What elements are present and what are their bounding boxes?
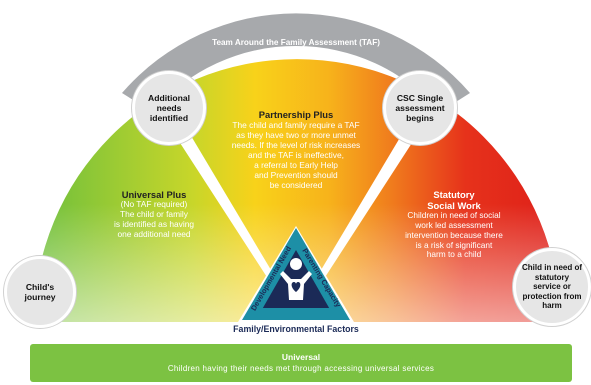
partnership-plus-line: and Prevention should xyxy=(254,169,338,180)
partnership-plus-line: a referral to Early Help xyxy=(254,159,338,170)
partnership-plus-block: Partnership Plus The child and family re… xyxy=(212,109,380,190)
statutory-line: Children in need of social xyxy=(407,210,501,221)
partnership-plus-title: Partnership Plus xyxy=(258,109,334,120)
universal-plus-block: Universal Plus (No TAF required)The chil… xyxy=(84,189,224,240)
separator-left xyxy=(160,104,302,322)
child-figure-icon xyxy=(280,258,312,300)
circle-additional-needs: Additional needs identified xyxy=(132,71,206,145)
universal-plus-title: Universal Plus xyxy=(121,189,187,200)
triangle-inner xyxy=(256,240,336,310)
circle-child-in-need: Child in need of statutory service or pr… xyxy=(513,248,591,326)
statutory-line: intervention because there xyxy=(405,229,503,240)
statutory-line: work led assessment xyxy=(415,219,493,230)
statutory-title-line: Social Work xyxy=(427,200,481,212)
circle-csc-single-assessment: CSC Single assessment begins xyxy=(383,71,457,145)
triangle-band-right xyxy=(296,228,350,320)
family-environmental-factors-label: Family/Environmental Factors xyxy=(233,324,359,334)
statutory-line: harm to a child xyxy=(426,249,482,260)
universal-title: Universal xyxy=(281,352,321,362)
universal-subtitle: Children having their needs met through … xyxy=(167,364,435,373)
statutory-title-line: Statutory xyxy=(433,189,475,200)
universal-banner: Universal Children having their needs me… xyxy=(30,344,572,382)
separator-right xyxy=(290,104,432,322)
universal-plus-line: one additional need xyxy=(117,228,191,239)
triangle-band-left xyxy=(242,228,296,320)
triangle-band-bottom xyxy=(244,308,348,320)
circle-childs-journey: Child's journey xyxy=(4,256,76,328)
partnership-plus-line: be considered xyxy=(269,179,323,190)
universal-plus-line: (No TAF required) xyxy=(120,199,188,210)
universal-plus-line: is identified as having xyxy=(113,218,195,229)
partnership-plus-line: needs. If the level of risk increases xyxy=(231,139,361,150)
taf-arc-title: Team Around the Family Assessment (TAF) … xyxy=(212,38,380,57)
partnership-plus-line: as they have two or more unmet xyxy=(236,130,356,140)
universal-plus-line: The child or family xyxy=(120,209,188,219)
statutory-line: is a risk of significant xyxy=(415,239,493,250)
partnership-plus-line: The child and family require a TAF xyxy=(232,120,360,131)
partnership-plus-line: and the TAF is ineffective, xyxy=(248,149,344,160)
taf-arc xyxy=(122,13,470,112)
